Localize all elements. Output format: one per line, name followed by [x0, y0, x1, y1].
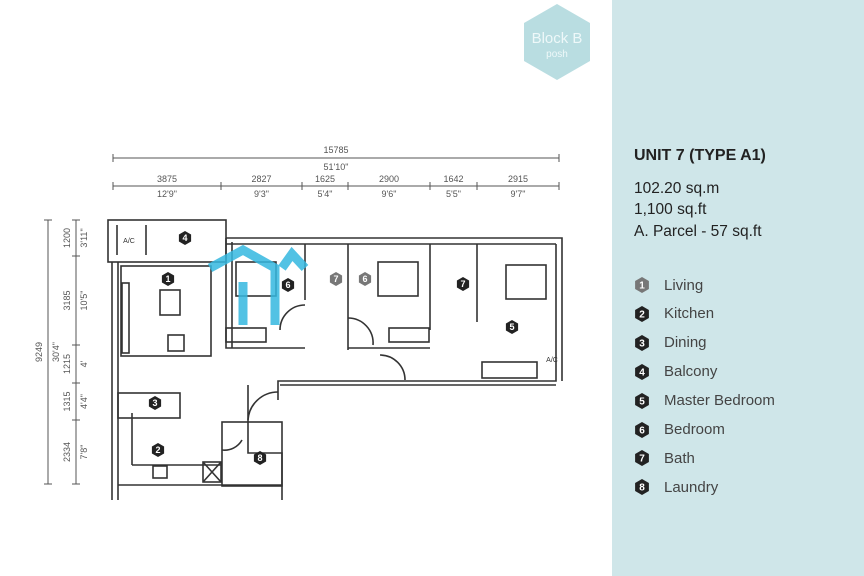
room-marker: 8 — [253, 451, 267, 465]
legend-item: 4 Balcony — [634, 361, 717, 383]
room-marker-number: 2 — [155, 445, 160, 455]
hexagon-number-icon: 1 — [635, 277, 649, 293]
room-marker-number: 3 — [152, 398, 157, 408]
unit-info-panel: UNIT 7 (TYPE A1) 102.20 sq.m 1,100 sq.ft… — [612, 0, 864, 576]
width-mm-label: 1642 — [443, 174, 463, 184]
room-marker: 6 — [281, 278, 295, 292]
depth-ft-label: 10'5" — [79, 291, 89, 311]
hexagon-number-icon: 8 — [635, 479, 649, 496]
room-marker-number: 7 — [333, 274, 338, 284]
depth-dimensions — [44, 219, 80, 485]
width-ft-label: 5'5" — [446, 189, 461, 199]
depth-ft-label: 7'8" — [79, 445, 89, 460]
depth-ft-label: 3'11" — [79, 228, 89, 247]
room-marker: 3 — [148, 396, 162, 410]
legend-number: 8 — [639, 483, 645, 494]
unit-title: UNIT 7 (TYPE A1) — [634, 147, 766, 164]
depth-mm-label: 2334 — [62, 442, 72, 462]
width-ft-label: 5'4" — [318, 189, 333, 199]
room-marker-number: 4 — [182, 233, 187, 243]
floor-plan: Block B posh 15785 51'10" 387512'9"28279… — [34, 4, 590, 500]
legend-label: Living — [664, 276, 704, 294]
room-marker: 1 — [161, 272, 175, 286]
legend-label: Laundry — [664, 478, 719, 496]
depth-ft-label: 4' — [79, 360, 89, 367]
legend-label: Bath — [664, 449, 695, 467]
walls — [107, 219, 563, 500]
width-ft-label: 9'7" — [511, 189, 526, 199]
legend-number: 1 — [639, 281, 645, 292]
hexagon-number-icon: 3 — [635, 334, 649, 351]
hexagon-number-icon: 5 — [635, 392, 649, 409]
width-mm-label: 2915 — [508, 174, 528, 184]
unit-area-sqm: 102.20 sq.m — [634, 180, 720, 197]
legend-number: 7 — [639, 454, 645, 465]
block-badge: Block B posh — [524, 4, 590, 80]
width-dimensions — [112, 154, 560, 190]
total-width-ft: 51'10" — [324, 162, 349, 172]
badge-title: Block B — [532, 30, 583, 47]
legend-label: Bedroom — [664, 421, 725, 438]
legend-label: Dining — [664, 334, 707, 352]
width-ft-label: 9'6" — [382, 189, 397, 199]
depth-mm-label: 1200 — [62, 228, 72, 248]
legend-number: 2 — [639, 309, 645, 320]
room-marker: 2 — [151, 443, 165, 457]
legend-label: Master Bedroom — [664, 392, 775, 410]
room-marker: 4 — [178, 231, 192, 245]
hexagon-number-icon: 6 — [635, 421, 649, 438]
room-marker-number: 7 — [460, 279, 465, 289]
ac-label-master: A/C — [546, 357, 558, 364]
depth-mm-label: 1215 — [62, 354, 72, 374]
depth-ft-label: 4'4" — [79, 394, 89, 409]
unit-area-sqft: 1,100 sq.ft — [634, 201, 707, 218]
depth-mm-label: 3185 — [62, 290, 72, 310]
room-marker-number: 1 — [165, 274, 170, 284]
legend-number: 3 — [639, 338, 645, 349]
room-marker: 5 — [505, 320, 519, 334]
legend-item: 6 Bedroom — [634, 419, 725, 441]
legend-number: 5 — [639, 396, 645, 407]
unit-parcel: A. Parcel - 57 sq.ft — [634, 223, 762, 240]
hexagon-number-icon: 2 — [635, 305, 649, 322]
width-ft-label: 9'3" — [254, 189, 269, 199]
legend-item: 2 Kitchen — [634, 303, 714, 325]
room-marker: 6 — [358, 272, 372, 286]
legend-item: 3 Dining — [634, 332, 707, 354]
width-mm-label: 3875 — [157, 174, 177, 184]
room-marker: 7 — [329, 272, 343, 286]
badge-subtitle: posh — [546, 49, 568, 60]
legend-number: 6 — [639, 425, 645, 436]
legend-label: Kitchen — [664, 305, 715, 323]
depth-mm-label: 1315 — [62, 391, 72, 411]
total-depth-mm: 9249 — [34, 342, 44, 362]
hexagon-number-icon: 7 — [635, 450, 649, 467]
room-marker-number: 5 — [509, 322, 514, 332]
legend-item: 7 Bath — [634, 447, 695, 469]
legend-number: 4 — [639, 367, 645, 378]
width-mm-label: 1625 — [315, 174, 335, 184]
total-depth-ft: 30'4" — [51, 342, 61, 362]
ac-label-balcony: A/C — [123, 238, 135, 245]
hexagon-number-icon: 4 — [635, 363, 649, 380]
legend-item: 5 Master Bedroom — [634, 390, 775, 412]
legend-item: 8 Laundry — [634, 476, 718, 498]
total-width-mm: 15785 — [323, 145, 348, 155]
watermark-logo — [207, 244, 309, 325]
width-ft-label: 12'9" — [157, 189, 177, 199]
room-marker-number: 6 — [362, 274, 367, 284]
room-marker-number: 6 — [285, 280, 290, 290]
width-mm-label: 2827 — [251, 174, 271, 184]
legend-item: 1 Living — [634, 274, 703, 296]
room-marker: 7 — [456, 277, 470, 291]
legend-label: Balcony — [664, 363, 718, 381]
width-mm-label: 2900 — [379, 174, 399, 184]
room-marker-number: 8 — [257, 453, 262, 463]
